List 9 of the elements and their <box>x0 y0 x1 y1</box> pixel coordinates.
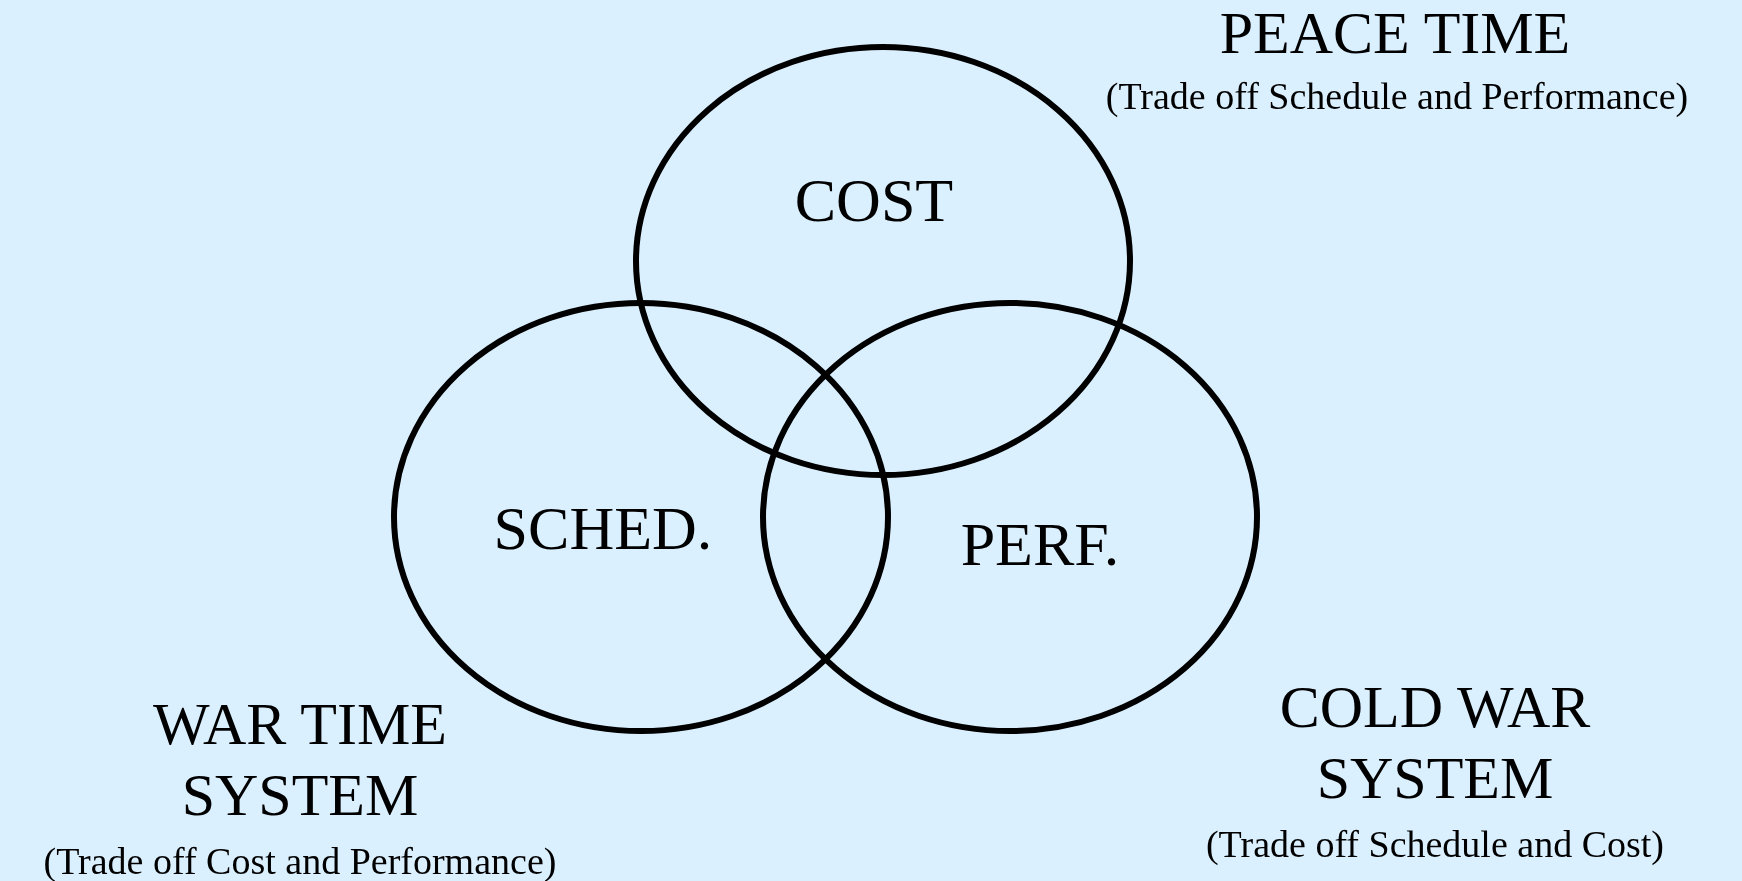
mode-heading: PEACE TIME <box>1218 0 1572 68</box>
mode-heading: COLD WAR SYSTEM <box>1278 673 1592 813</box>
mode-note: (Trade off Cost and Performance) <box>42 838 558 881</box>
circle-label: PERF. <box>960 508 1120 580</box>
circle-label: SCHED. <box>493 492 713 564</box>
circle-label: COST <box>794 164 954 236</box>
mode-heading: WAR TIME SYSTEM <box>152 690 448 830</box>
mode-note: (Trade off Schedule and Performance) <box>1104 73 1690 119</box>
mode-note: (Trade off Schedule and Cost) <box>1204 821 1665 867</box>
